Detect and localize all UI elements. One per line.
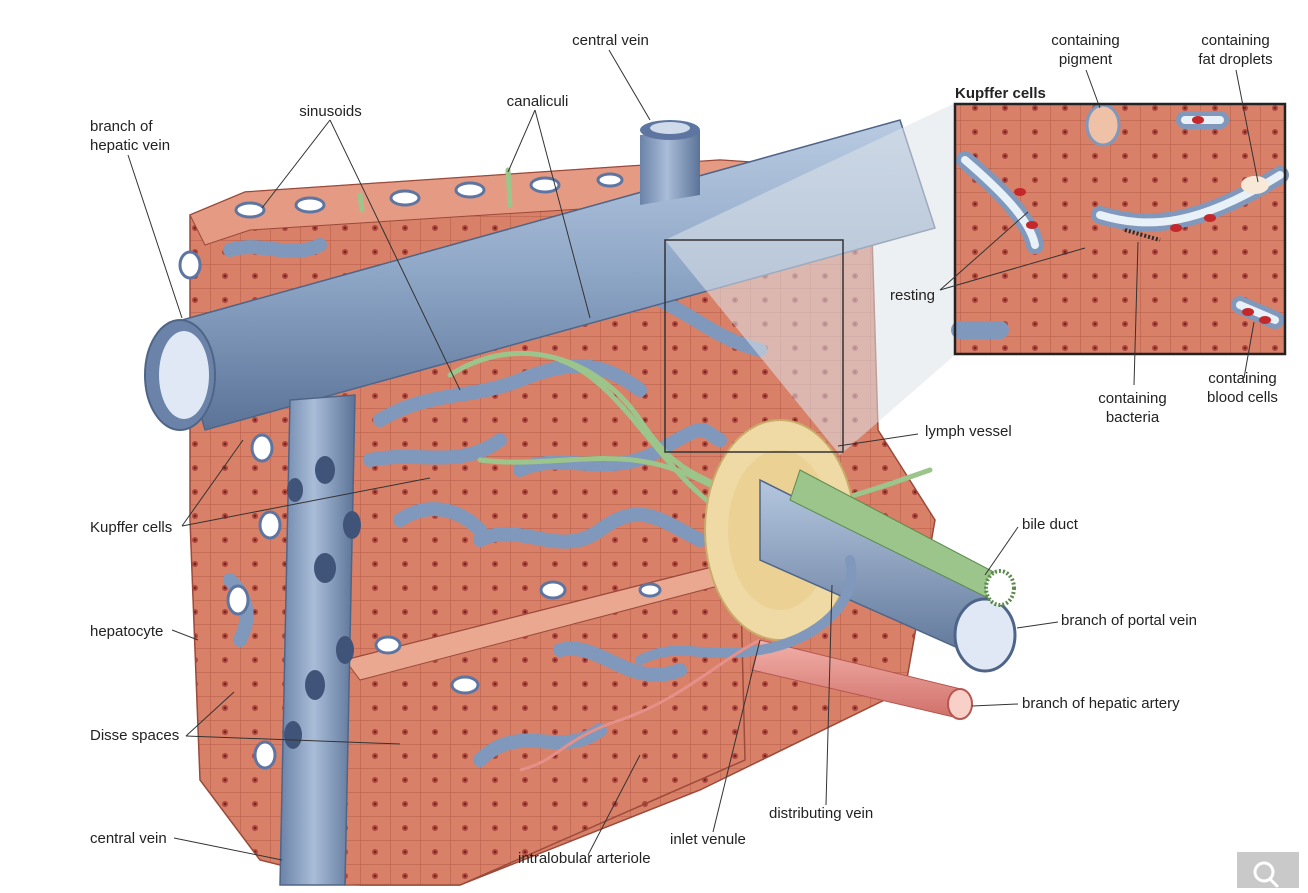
magnifier-icon: [1253, 861, 1279, 888]
label-disse-spaces: Disse spaces: [90, 727, 180, 744]
label-distributing-vein: distributing vein: [769, 805, 874, 822]
lymph-and-canaliculi: [357, 167, 933, 516]
label-containing-pigment: containing pigment: [1051, 32, 1120, 68]
label-bile-duct: bile duct: [1022, 516, 1078, 533]
zoom-button[interactable]: [1237, 852, 1299, 888]
label-resting: resting: [890, 287, 936, 304]
label-branch-portal-vein: branch of portal vein: [1061, 612, 1197, 629]
label-intralobular-arteriole: intralobular arteriole: [518, 850, 651, 867]
label-kupffer-cells-left: Kupffer cells: [90, 519, 173, 536]
label-central-vein-bottom: central vein: [90, 830, 167, 847]
label-kupffer-cells-title: Kupffer cells: [955, 85, 1046, 102]
label-containing-blood-cells: containing blood cells: [1207, 370, 1278, 406]
label-containing-bacteria: containing bacteria: [1098, 390, 1167, 426]
label-sinusoids: sinusoids: [299, 103, 362, 120]
label-containing-fat-droplets: containing fat droplets: [1198, 32, 1273, 68]
leader-lines: [127, 49, 1259, 861]
hepatic-vein-branch: [144, 119, 936, 431]
kupffer-inset: [951, 102, 1289, 356]
label-inlet-venule: inlet venule: [670, 831, 746, 848]
label-lymph-vessel: lymph vessel: [925, 423, 1012, 440]
inset-callout: [664, 103, 955, 455]
central-vein-vertical: [279, 394, 361, 886]
label-branch-hepatic-vein: branch of hepatic vein: [90, 118, 171, 154]
label-branch-hepatic-artery: branch of hepatic artery: [1022, 695, 1180, 712]
label-canaliculi: canaliculi: [506, 93, 569, 110]
label-central-vein-top: central vein: [572, 32, 649, 49]
sinusoid-openings: [178, 172, 662, 770]
label-hepatocyte: hepatocyte: [90, 623, 164, 640]
portal-tract: [519, 419, 1017, 772]
